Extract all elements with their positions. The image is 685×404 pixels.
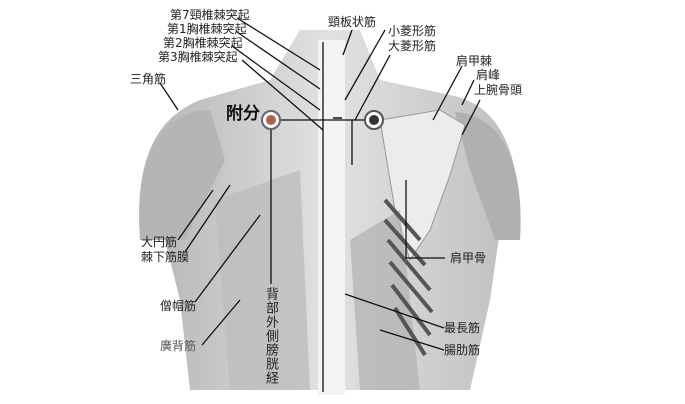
label-c7: 第7頸椎棘突起 [170, 8, 250, 22]
label-spine-scapula: 肩甲棘 [456, 54, 493, 68]
acupoint-fubun [261, 110, 281, 130]
label-t3: 第3胸椎棘突起 [158, 50, 238, 64]
label-rhomboid-major: 大菱形筋 [388, 39, 437, 53]
label-iliocostalis: 腸肋筋 [444, 343, 481, 357]
label-infraspinatus-fascia: 棘下筋膜 [141, 250, 190, 264]
label-splenius: 頸板状筋 [328, 15, 377, 29]
label-acromion: 肩峰 [476, 68, 501, 82]
label-fubun: 附分 [226, 104, 260, 124]
label-longissimus: 最長筋 [444, 321, 481, 335]
label-trapezius: 僧帽筋 [160, 299, 197, 313]
leader-lines [159, 17, 481, 392]
spine-area [318, 40, 345, 395]
deltoid-right [455, 112, 521, 240]
latissimus-area [215, 170, 310, 390]
label-scapula: 肩甲骨 [450, 251, 487, 265]
label-t1: 第1胸椎棘突起 [167, 22, 247, 36]
label-humeral-head: 上腕骨頭 [474, 83, 523, 97]
label-meridian: 背部外側膀胱経 [263, 287, 278, 385]
label-rhomboid-minor: 小菱形筋 [388, 24, 437, 38]
acupoint-right [364, 110, 384, 130]
label-t2: 第2胸椎棘突起 [163, 36, 243, 50]
label-teres-major: 大円筋 [141, 235, 178, 249]
label-latissimus: 廣背筋 [160, 339, 197, 353]
label-deltoid: 三角筋 [130, 72, 167, 86]
deltoid-left [139, 110, 225, 240]
